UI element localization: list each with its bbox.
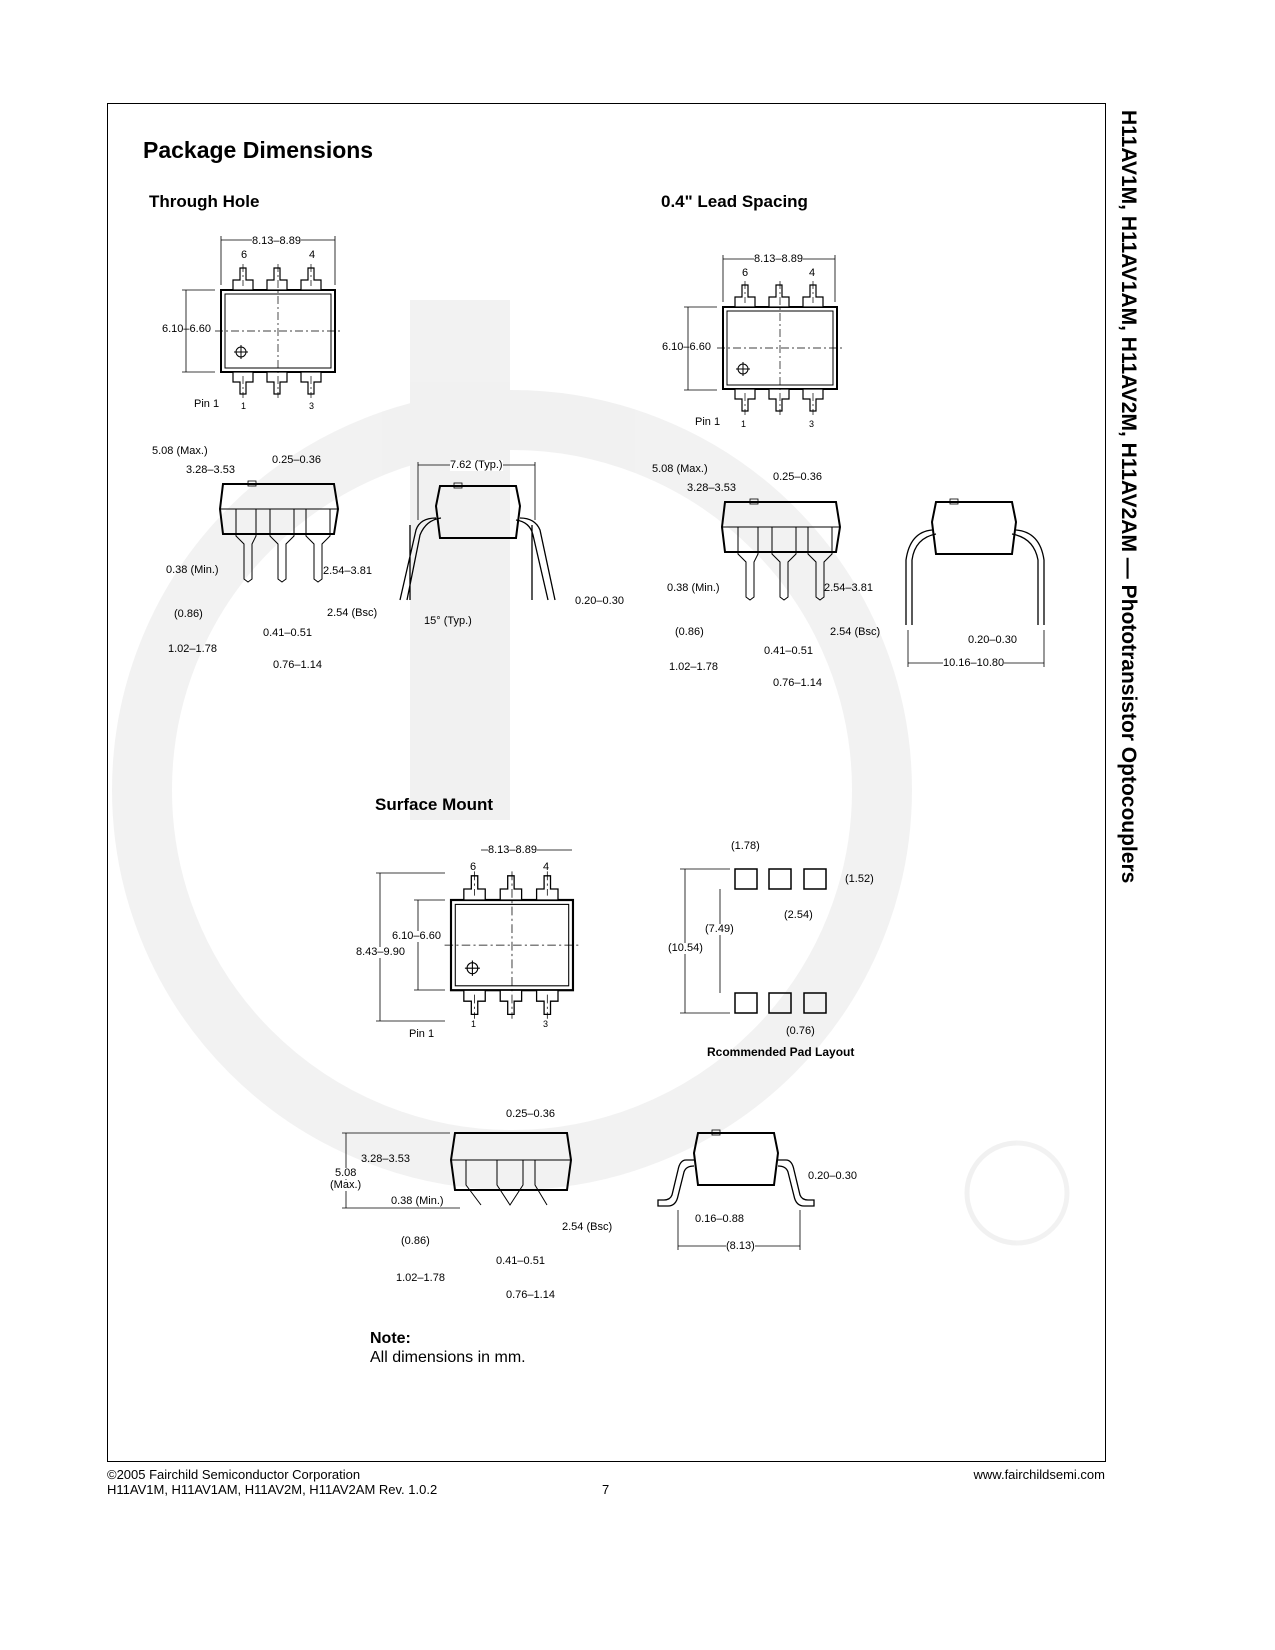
lead-spacing-top-view — [716, 280, 844, 416]
page-title: Package Dimensions — [143, 137, 374, 163]
dim-label: (0.86) — [174, 608, 203, 620]
dim-label: 2.54 (Bsc) — [830, 626, 881, 638]
dim-label: 0.20–0.30 — [808, 1170, 857, 1182]
pin-number: 1 — [741, 419, 747, 429]
dim-label: 2.54 (Bsc) — [562, 1221, 613, 1233]
dim-label: 1.02–1.78 — [396, 1272, 445, 1284]
lead-spacing-end-view — [905, 498, 1045, 625]
pin-number: 6 — [742, 267, 749, 279]
footer-copyright: ©2005 Fairchild Semiconductor Corporatio… — [107, 1467, 361, 1482]
dim-label: 7.62 (Typ.) — [450, 459, 503, 471]
fairchild-watermark — [112, 300, 1070, 1246]
pin-number: 3 — [809, 419, 815, 429]
dim-label: 5.08 — [335, 1167, 357, 1179]
pin-number: 3 — [309, 401, 315, 411]
dim-label: 0.25–0.36 — [272, 454, 321, 466]
through-hole-end-view — [399, 482, 556, 601]
pad-layout-caption: Rcommended Pad Layout — [707, 1045, 855, 1059]
dim-label: 5.08 (Max.) — [152, 445, 208, 457]
pin-number: 6 — [241, 249, 248, 261]
dim-label: 0.38 (Min.) — [667, 582, 720, 594]
dim-label: (8.13) — [726, 1240, 755, 1252]
dim-label: (0.86) — [675, 626, 704, 638]
dim-label: 8.13–8.89 — [754, 253, 803, 265]
footer-parts: H11AV1M, H11AV1AM, H11AV2M, H11AV2AM Rev… — [107, 1482, 438, 1497]
dim-label: 3.28–3.53 — [186, 464, 235, 476]
smd-end-view — [657, 1129, 815, 1207]
dim-label: 6.10–6.60 — [662, 341, 711, 353]
pin1-label: Pin 1 — [695, 416, 721, 428]
dim-label: (7.49) — [705, 923, 734, 935]
pin-number: 1 — [471, 1019, 477, 1029]
pin-number: 3 — [543, 1019, 549, 1029]
dim-label: 0.76–1.14 — [506, 1289, 555, 1301]
dim-label: 0.41–0.51 — [764, 645, 813, 657]
dim-label: (2.54) — [784, 909, 813, 921]
dim-label: 15° (Typ.) — [424, 615, 472, 627]
recommended-pad-layout — [680, 868, 827, 1014]
dim-label: 8.13–8.89 — [488, 844, 537, 856]
side-title: H11AV1M, H11AV1AM, H11AV2M, H11AV2AM — P… — [1117, 110, 1140, 884]
dim-label: 1.02–1.78 — [669, 661, 718, 673]
pin-number: 4 — [809, 267, 816, 279]
dim-label: 0.76–1.14 — [773, 677, 822, 689]
through-hole-top-view — [214, 263, 342, 399]
pin-number: 1 — [241, 401, 247, 411]
dim-label: 0.16–0.88 — [695, 1213, 744, 1225]
dim-label: 2.54–3.81 — [323, 565, 372, 577]
footer-url[interactable]: www.fairchildsemi.com — [973, 1467, 1105, 1482]
pin-number: 6 — [470, 861, 477, 873]
pin1-label: Pin 1 — [409, 1028, 435, 1040]
dim-label: (1.52) — [845, 873, 874, 885]
dim-label: 0.20–0.30 — [575, 595, 624, 607]
dim-label: 8.43–9.90 — [356, 946, 405, 958]
dim-label: 5.08 (Max.) — [652, 463, 708, 475]
dim-label: 6.10–6.60 — [392, 930, 441, 942]
dim-label: (0.86) — [401, 1235, 430, 1247]
dim-label: 0.25–0.36 — [506, 1108, 555, 1120]
pin-number: 4 — [543, 861, 550, 873]
page-number: 7 — [602, 1482, 610, 1497]
dim-label: 0.25–0.36 — [773, 471, 822, 483]
lead-spacing-heading: 0.4" Lead Spacing — [661, 192, 808, 211]
note-text: All dimensions in mm. — [370, 1349, 526, 1366]
dim-label: (Max.) — [330, 1179, 362, 1191]
dim-label: 0.20–0.30 — [968, 634, 1017, 646]
dim-label: 2.54–3.81 — [824, 582, 873, 594]
dim-label: 2.54 (Bsc) — [327, 607, 378, 619]
dim-label: 3.28–3.53 — [361, 1153, 410, 1165]
dim-label: 0.41–0.51 — [263, 627, 312, 639]
through-hole-heading: Through Hole — [149, 192, 260, 211]
dim-label: (0.76) — [786, 1025, 815, 1037]
page-frame — [107, 103, 1106, 1462]
surface-mount-heading: Surface Mount — [375, 795, 494, 814]
dim-label: 8.13–8.89 — [252, 235, 301, 247]
dim-label: 0.38 (Min.) — [391, 1195, 444, 1207]
dim-label: 0.41–0.51 — [496, 1255, 545, 1267]
dim-label: 6.10–6.60 — [162, 323, 211, 335]
dim-label: 0.38 (Min.) — [166, 564, 219, 576]
smd-side-view — [449, 1132, 573, 1206]
dim-label: 3.28–3.53 — [687, 482, 736, 494]
pin-number: 4 — [309, 249, 316, 261]
dim-label: 1.02–1.78 — [168, 643, 217, 655]
dim-label: (10.54) — [668, 942, 703, 954]
pin1-label: Pin 1 — [194, 398, 220, 410]
dim-label: 0.76–1.14 — [273, 659, 322, 671]
dim-label: (1.78) — [731, 840, 760, 852]
note-title: Note: — [370, 1330, 411, 1347]
smd-top-view — [443, 870, 581, 1020]
dim-label: 10.16–10.80 — [943, 657, 1005, 669]
